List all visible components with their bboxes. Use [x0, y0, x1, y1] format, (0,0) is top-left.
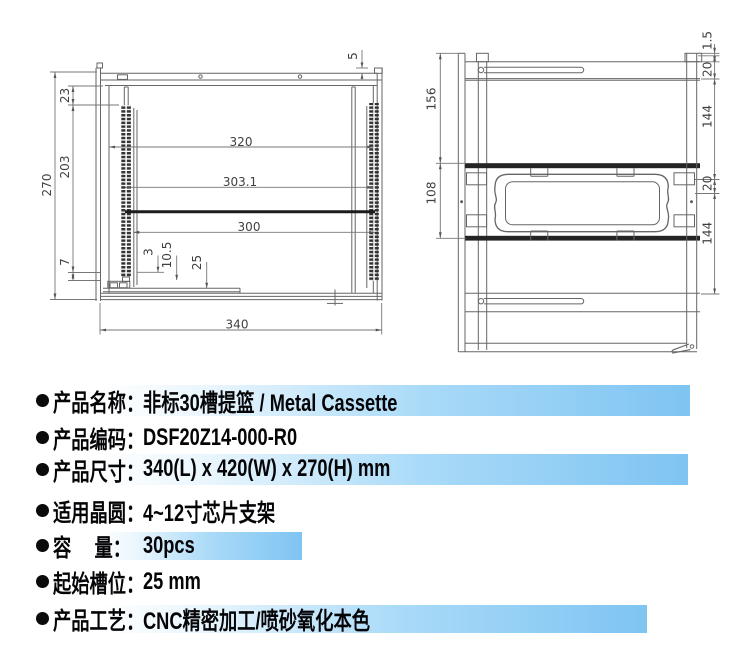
dim-label-23: 23: [58, 88, 72, 103]
spec-value: 4~12寸芯片支架: [143, 500, 276, 528]
bullet-icon: [36, 394, 49, 407]
spec-value: 30pcs: [143, 531, 195, 559]
spec-value: 340(L) x 420(W) x 270(H) mm: [143, 455, 391, 483]
highlight-band: [100, 385, 690, 416]
dim-label-320: 320: [230, 135, 253, 149]
spec-row-process: 产品工艺： CNC精密加工/喷砂氧化本色: [0, 604, 750, 636]
spec-label: 适用晶圆：: [53, 500, 145, 528]
front-view-dimensions: [50, 50, 383, 335]
dim-label-340: 340: [226, 318, 249, 332]
highlight-band: [100, 604, 647, 633]
dim-label-108: 108: [425, 182, 439, 205]
spec-row-product-size: 产品尺寸： 340(L) x 420(W) x 270(H) mm: [0, 453, 750, 486]
front-view-dim-labels: 270 23 203 7 5 320 303.1 300 3 10.5 25 3…: [40, 52, 360, 331]
side-view-drawing: [457, 52, 703, 354]
dim-label-5: 5: [346, 52, 360, 60]
dim-label-300: 300: [238, 220, 261, 234]
spec-label: 起始槽位：: [53, 571, 145, 599]
dim-label-3: 3: [142, 248, 156, 256]
spec-row-product-code: 产品编码： DSF20Z14-000-R0: [0, 422, 750, 454]
dim-label-144-bottom: 144: [701, 222, 715, 245]
front-view-drawing: [95, 62, 383, 306]
bullet-icon: [36, 539, 49, 553]
spec-row-product-name: 产品名称： 非标30槽提篮 / Metal Cassette: [0, 385, 750, 417]
dim-label-20-mid: 20: [701, 176, 715, 191]
spec-row-wafer: 适用晶圆： 4~12寸芯片支架: [0, 495, 750, 528]
bullet-icon: [36, 504, 49, 518]
side-view-dimensions: [436, 44, 720, 295]
spec-row-start-slot: 起始槽位： 25 mm: [0, 566, 750, 599]
dim-label-270: 270: [40, 174, 54, 197]
spec-value: 25 mm: [143, 567, 201, 595]
bullet-icon: [36, 575, 49, 589]
technical-drawings: 270 23 203 7 5 320 303.1 300 3 10.5 25 3…: [40, 31, 720, 354]
dim-label-25: 25: [190, 255, 204, 270]
spec-value: CNC精密加工/喷砂氧化本色: [143, 608, 370, 636]
spec-label: 产品编码：: [53, 427, 145, 454]
side-view-dim-labels: 156 108 1.5 20 144 20 144: [425, 31, 715, 245]
dim-label-156: 156: [425, 88, 439, 111]
highlight-band: [100, 453, 688, 485]
spec-value: DSF20Z14-000-R0: [143, 423, 298, 451]
bullet-icon: [36, 462, 49, 476]
dim-label-10-5: 10.5: [160, 242, 174, 269]
dim-label-1-5: 1.5: [701, 31, 715, 50]
dim-label-203: 203: [58, 156, 72, 179]
spec-value: 非标30槽提篮 / Metal Cassette: [143, 390, 398, 417]
spec-label: 产品尺寸：: [53, 458, 145, 486]
dim-label-144-top: 144: [701, 105, 715, 128]
dim-label-20-top: 20: [701, 62, 715, 77]
bullet-icon: [36, 431, 49, 444]
spec-row-capacity: 容 量： 30pcs: [0, 531, 750, 563]
spec-label: 产品名称：: [53, 390, 145, 417]
dim-label-7: 7: [58, 258, 72, 266]
spec-label: 产品工艺：: [53, 608, 145, 636]
dim-label-303-1: 303.1: [223, 175, 257, 189]
bullet-icon: [36, 612, 49, 626]
highlight-band: [100, 531, 302, 560]
spec-label: 容 量：: [53, 535, 132, 563]
